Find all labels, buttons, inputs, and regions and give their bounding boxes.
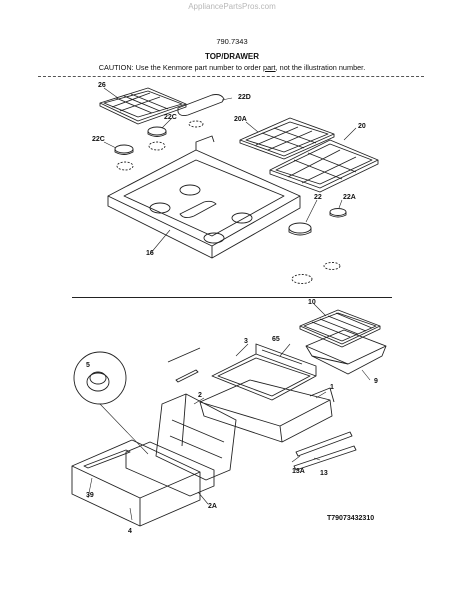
burner-cap-22D[interactable] <box>177 94 225 117</box>
rail-13[interactable] <box>293 445 357 471</box>
drawer-body-1[interactable] <box>199 379 335 443</box>
callout-13A: 13A <box>292 468 305 475</box>
callout-5: 5 <box>86 362 90 369</box>
broiler-pan-9[interactable] <box>305 329 387 375</box>
section-divider <box>72 297 392 298</box>
leader-lines-bottom <box>87 303 371 521</box>
callout-22: 22 <box>314 194 322 201</box>
leader-lines-top <box>103 87 357 255</box>
callout-2: 2 <box>198 392 202 399</box>
callout-22C-left: 22C <box>92 136 105 143</box>
callout-22A: 22A <box>343 194 356 201</box>
callout-9: 9 <box>374 378 378 385</box>
callout-26: 26 <box>98 82 106 89</box>
callout-4: 4 <box>128 528 132 535</box>
callout-16: 16 <box>146 250 154 257</box>
drawer-65[interactable] <box>211 343 317 401</box>
rear-panel-2A[interactable] <box>125 441 215 497</box>
cooktop-16[interactable] <box>107 135 301 259</box>
grate-26[interactable] <box>99 87 187 125</box>
burner-heads-top <box>116 120 204 171</box>
watermark: AppliancePartsPros.com <box>188 2 276 11</box>
callout-39: 39 <box>86 492 94 499</box>
callout-22D: 22D <box>238 94 251 101</box>
rail-3[interactable] <box>167 347 201 383</box>
knob-detail-5[interactable] <box>73 351 149 455</box>
header-dashed-rule <box>38 76 424 77</box>
burner-heads-bottom <box>291 262 341 284</box>
burner-cap-22C-left[interactable] <box>114 144 134 155</box>
broiler-insert-10[interactable] <box>299 309 381 348</box>
section-title: TOP/DRAWER <box>204 52 260 61</box>
burner-cap-22A[interactable] <box>329 208 347 218</box>
caution-note: CAUTION: Use the Kenmore part number to … <box>98 63 366 72</box>
callout-2A: 2A <box>208 503 217 510</box>
caution-part-link[interactable]: part <box>263 63 276 72</box>
callout-10: 10 <box>308 299 316 306</box>
model-number: 790.7343 <box>216 37 248 46</box>
illustration-code: T79073432310 <box>327 515 375 522</box>
drawer-front-4[interactable] <box>71 439 201 527</box>
drawer-handle-39[interactable] <box>83 449 131 469</box>
grate-20A[interactable] <box>239 117 335 160</box>
callout-20: 20 <box>358 123 366 130</box>
rail-13A[interactable] <box>295 431 353 457</box>
callout-22C-top: 22C <box>164 114 177 121</box>
callout-13: 13 <box>320 470 328 477</box>
callout-20A: 20A <box>234 116 247 123</box>
burner-cap-22[interactable] <box>288 222 312 236</box>
callout-65: 65 <box>272 336 280 343</box>
drawer-side-2[interactable] <box>155 393 237 481</box>
callout-1: 1 <box>330 384 334 391</box>
grate-20[interactable] <box>269 139 379 193</box>
burner-cap-22C-top[interactable] <box>147 126 167 137</box>
callout-3: 3 <box>244 338 248 345</box>
